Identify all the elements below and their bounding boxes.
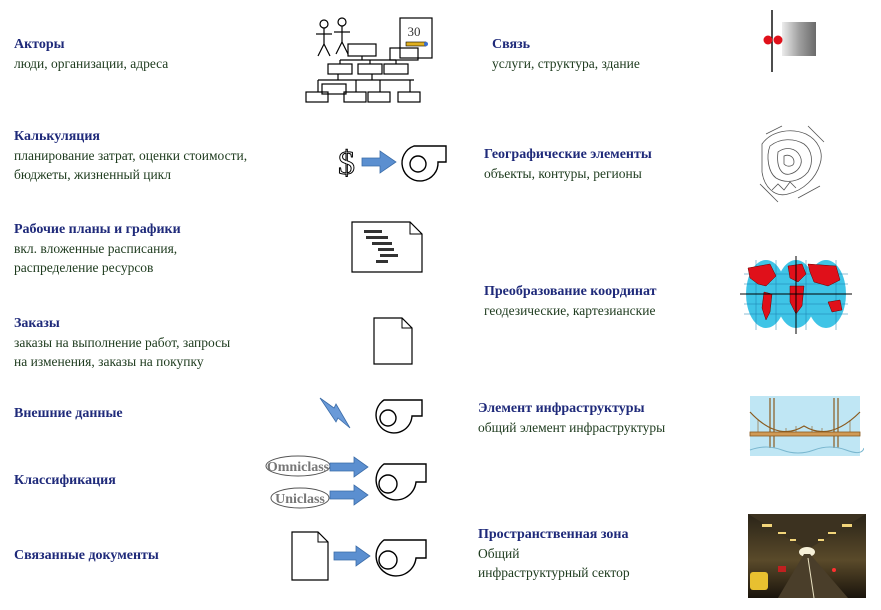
org-chart-icon: 30 [305, 17, 433, 103]
document-icon [373, 317, 413, 365]
entry-description: заказы на выполнение работ, запросы [14, 335, 231, 350]
entry-description: Общий [478, 546, 520, 561]
clock-number: 30 [408, 24, 421, 39]
entry-title: Элемент инфраструктуры [478, 401, 645, 416]
topographic-sketch-icon [759, 125, 825, 203]
work-plans-entry: Рабочие планы и графики вкл. вложенные р… [14, 221, 181, 277]
entry-description: планирование затрат, оценки стоимости, [14, 148, 248, 163]
entry-title: Заказы [14, 316, 60, 331]
uniclass-label: Uniclass [275, 492, 325, 507]
entry-title: Географические элементы [484, 147, 652, 162]
actors-entry: Акторы люди, организации, адреса [14, 36, 168, 73]
entry-title: Классификация [14, 473, 116, 488]
entry-description: геодезические, картезианские [484, 303, 656, 318]
classification-entry: Классификация [14, 472, 116, 490]
entry-title: Калькуляция [14, 129, 101, 144]
entry-description: общий элемент инфраструктуры [478, 420, 666, 435]
omniclass-label: Omniclass [267, 460, 330, 475]
entry-description: инфраструктурный сектор [478, 565, 630, 580]
entry-description: бюджеты, жизненный цикл [14, 167, 171, 182]
entry-title: Связь [492, 37, 531, 52]
costing-entry: Калькуляция планирование затрат, оценки … [14, 128, 247, 184]
orders-entry: Заказы заказы на выполнение работ, запро… [14, 315, 230, 371]
entry-title: Преобразование координат [484, 284, 657, 299]
entry-description: объекты, контуры, регионы [484, 166, 642, 181]
connection-entry: Связь услуги, структура, здание [492, 36, 640, 73]
svg-text:$: $ [338, 145, 355, 182]
connection-icon [763, 10, 816, 72]
entry-title: Пространственная зона [478, 527, 629, 542]
lightning-to-facility-icon [319, 397, 423, 434]
coordinate-transform-entry: Преобразование координат геодезические, … [484, 283, 657, 320]
classification-icon: Omniclass Uniclass [265, 455, 427, 509]
entry-title: Внешние данные [14, 406, 123, 421]
world-map-icon [740, 256, 852, 334]
infrastructure-element-entry: Элемент инфраструктуры общий элемент инф… [478, 400, 665, 437]
entry-description: вкл. вложенные расписания, [14, 241, 178, 256]
spatial-zone-entry: Пространственная зона Общий инфраструкту… [478, 526, 630, 582]
document-to-facility-icon [291, 531, 427, 581]
dollar-to-facility-icon: $ [338, 145, 447, 183]
geographic-elements-entry: Географические элементы объекты, контуры… [484, 146, 652, 183]
entry-title: Рабочие планы и графики [14, 222, 181, 237]
entry-title: Акторы [14, 37, 65, 52]
entry-description: распределение ресурсов [14, 260, 154, 275]
gantt-document-icon [351, 221, 423, 273]
bridge-icon [749, 396, 864, 456]
entry-description: люди, организации, адреса [14, 56, 169, 71]
entry-title: Связанные документы [14, 548, 159, 563]
entry-description: на изменения, заказы на покупку [14, 354, 204, 369]
related-documents-entry: Связанные документы [14, 547, 159, 565]
entry-description: услуги, структура, здание [492, 56, 640, 71]
external-data-entry: Внешние данные [14, 405, 123, 423]
tunnel-photo-icon [748, 514, 866, 598]
